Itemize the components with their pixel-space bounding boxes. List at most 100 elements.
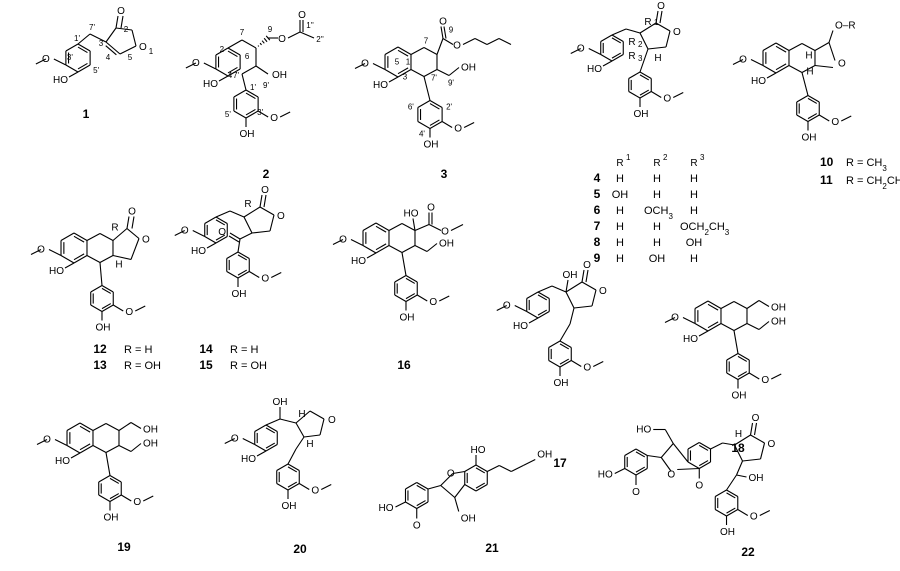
c22-lower-aromatic-ring [726,492,736,499]
c20-aromatic-ring [265,444,278,452]
c18-hydroxyl-bottom: OH [771,317,786,328]
compound-id-18: 18 [731,441,745,455]
c2-aromatic-ring [227,47,241,56]
c19-aliphatic-ring [105,445,120,453]
c20-aromatic-ring [265,427,276,434]
c12-lactone [130,238,140,260]
c22-lower-aromatic-ring [726,509,739,517]
c1-aromatic-ring [65,64,79,73]
c3-hydroxyl-bond [388,76,399,83]
c14-ketone [239,232,253,240]
c12-methoxy-o: O [37,245,45,256]
c18-aliphatic-ring [733,323,748,331]
c20-benzyl [295,436,305,450]
c18-aromatic-ring [694,323,709,332]
c14-lactone-ring [269,214,275,232]
c22-aryl-ring [624,468,637,476]
c12-lower-methoxy-o: O [125,307,133,318]
c4-lactone-ring [647,46,667,50]
c21-benzofuran-ring [475,482,486,489]
c17-lower-methoxy-o: O [583,363,591,374]
c22-h: H [735,429,742,440]
c3-num-7p: 7' [431,74,437,83]
c17-hydroxyl-bond [528,317,539,324]
c4-aromatic-ring [600,34,613,42]
table-row-4-r2: H [653,173,661,185]
c19-ch2 [118,445,132,452]
c17-benzyl [551,285,567,293]
c2-aromatic-ring [215,47,229,56]
c20-chain [279,418,297,424]
c3-lower-aromatic-ring [429,119,440,126]
c2-methoxy-bond [203,62,217,70]
compound-id-15: 15 [199,358,213,372]
c17-lower-aromatic-ring [559,358,570,365]
c10-lower-methyl-bond [841,115,852,122]
c17-aromatic-ring [526,311,539,319]
c14-aromatic-ring [215,234,226,241]
c18-aliphatic-ring [733,301,748,309]
c1-butenolide-ring [115,27,133,31]
c16-ch2 [414,245,428,252]
c3-lower-methoxy-bond [441,121,453,128]
c21-hydroxyl-aryl: HO [378,503,393,514]
c21-aryl-ring [416,484,426,491]
c18-hydroxyl-bond [698,330,709,337]
c22-ring-o: O [768,439,776,450]
c2-num-5p: 5' [225,110,231,119]
c3-butyl [474,38,488,45]
c2-hydroxyl-bond [218,75,229,82]
c16-aryl-bond [401,252,407,276]
c16-lower-aromatic-ring [394,294,407,302]
c20-h-bottom: H [306,439,313,450]
c12-lower-aromatic-ring [90,304,103,312]
c21-furan [452,470,465,475]
compound-id-12: 12 [93,342,107,356]
c12-lower-aromatic-ring [90,285,103,293]
c4-benzyl [611,28,627,36]
c12-methyl-bond [30,249,42,255]
c2-methoxy-o: O [192,58,200,69]
c2-aromatic-ring [215,68,229,77]
c17-carbonyl-bond [585,269,589,283]
c12-lower-hydroxyl: OH [95,323,110,334]
c12-h: H [115,260,122,271]
c2-chain [241,39,257,49]
c4-carbonyl-bond [655,10,659,24]
c2-acetyl-methyl [299,31,315,39]
c16-ester-o: O [441,227,449,238]
table-row-id-5: 5 [594,187,601,201]
c2-carbonyl-o: O [298,10,306,21]
c14-lower-aromatic-ring [237,269,248,276]
c19-hydroxyl-top: OH [143,425,158,436]
c22-methoxy2-o: O [695,481,703,492]
c22-benzofuran-ring [687,461,700,469]
c21-ch2oh [454,497,460,512]
c22-carbonyl-bond [753,422,758,436]
c10-lower-hydroxyl: OH [801,133,816,144]
c20-aromatic-ring [265,424,278,432]
c2-methyl-bond [185,62,197,69]
c19-lower-aromatic-ring [98,475,111,483]
c22-benzyl [710,442,723,450]
table-row-4-r1: H [616,173,624,185]
c21-benzofuran-ring [475,484,488,492]
c4-lactone-ring [655,22,671,32]
c2-hydroxyl: HO [203,79,218,90]
c2-ester-o: O [278,34,286,45]
table-row-4-r3: H [690,173,698,185]
c16-lower-aromatic-ring [405,294,418,302]
c3-butyl [462,38,476,45]
c2-hash [263,37,268,43]
c19-lower-methoxy-bond [120,494,132,502]
c20-lower-aromatic-ring [287,483,300,491]
c4-lower-aromatic-ring [628,91,641,99]
c3-aromatic-ring [384,46,399,55]
c4-lower-methyl-bond [673,92,684,98]
c14-aromatic-ring [215,216,228,224]
c21-aryl-ring [416,500,426,507]
c3-aliphatic-ring [410,69,425,77]
c22-aryl-ring [635,451,646,458]
c19-aromatic-ring [66,445,81,454]
c1-butenolide-ring [105,41,121,55]
